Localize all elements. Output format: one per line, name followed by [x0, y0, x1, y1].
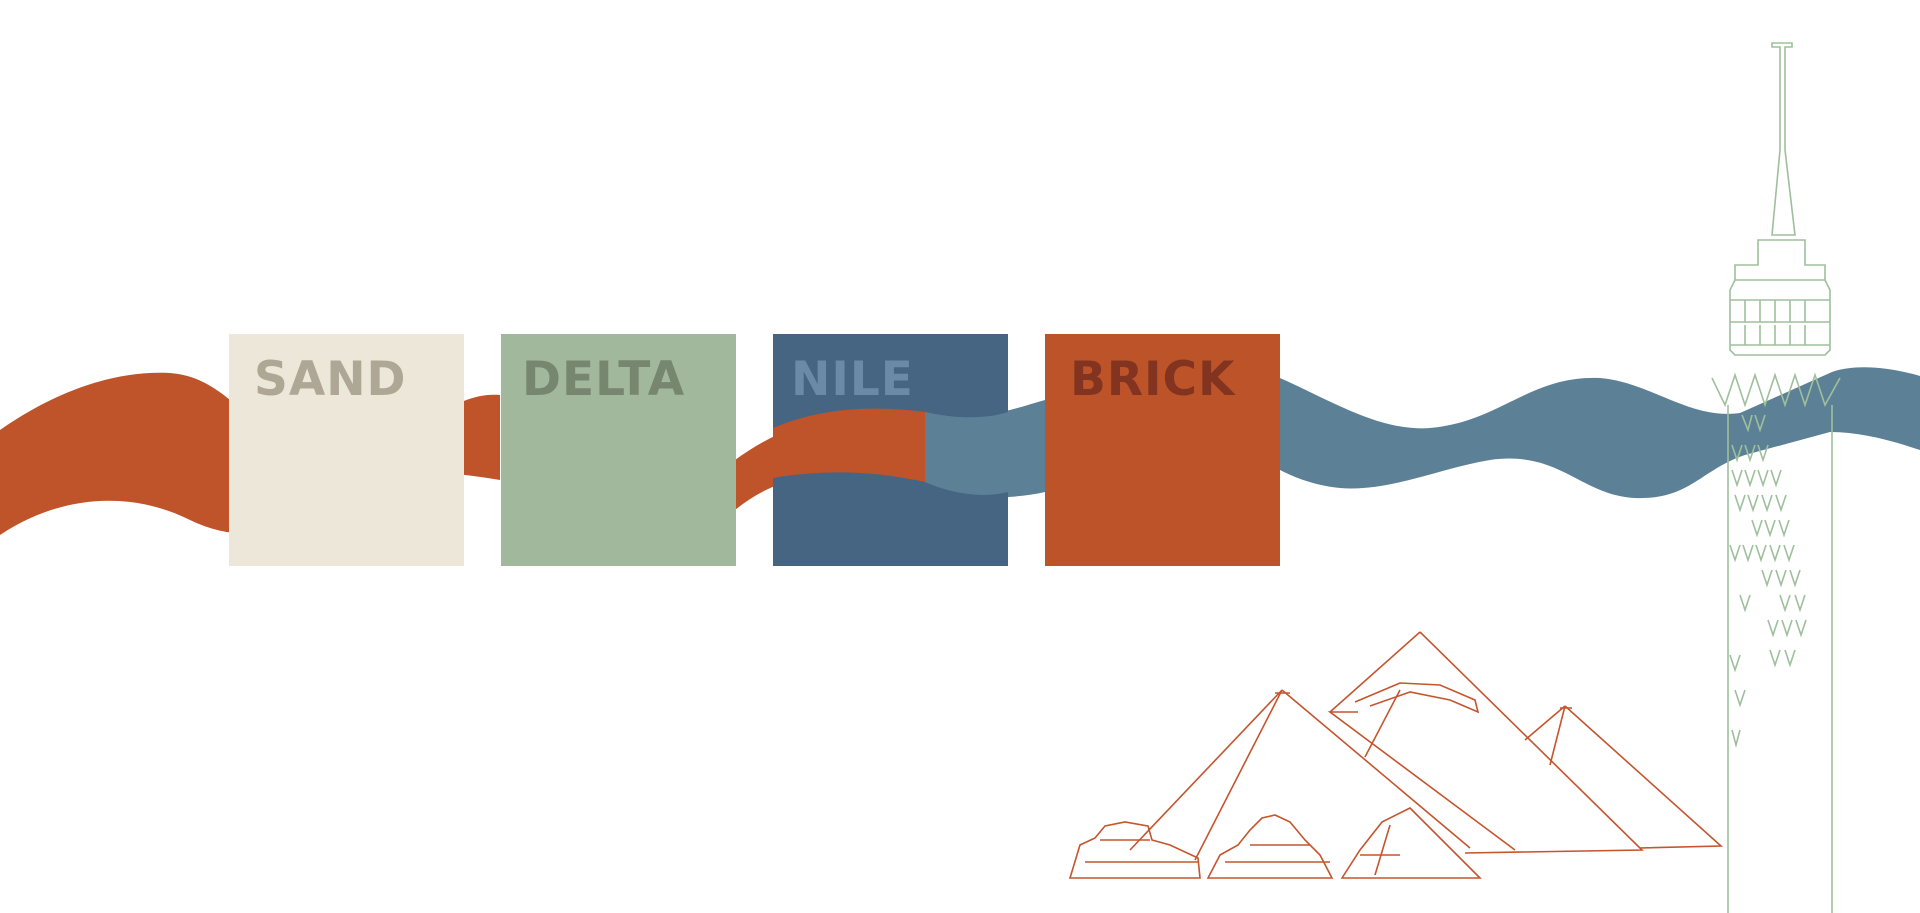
swatch-sand: SAND	[229, 334, 464, 566]
pyramid-small-1	[1068, 821, 1201, 879]
swatch-brick-block	[1045, 334, 1280, 566]
tower-shaft	[1727, 405, 1833, 913]
river-over-nile-red	[773, 408, 925, 482]
swatch-delta-label: DELTA	[522, 352, 685, 407]
swatch-brick: BRICK	[1045, 334, 1280, 566]
tower-antenna	[1771, 42, 1796, 236]
swatch-delta: DELTA	[501, 334, 736, 566]
pyramids-illustration	[1068, 631, 1724, 879]
pyramid-left	[1129, 689, 1471, 861]
pyramid-right	[1524, 705, 1724, 849]
swatch-brick-label: BRICK	[1070, 352, 1236, 407]
tower-lattice-pattern	[1729, 414, 1807, 749]
swatch-nile-label: NILE	[791, 352, 914, 407]
swatch-nile: NILE	[773, 334, 1008, 566]
cairo-tower-illustration	[1711, 42, 1841, 913]
swatch-delta-block	[501, 334, 736, 566]
river-over-nile-blue	[925, 412, 1008, 495]
swatch-sand-block	[229, 334, 464, 566]
swatch-sand-label: SAND	[254, 352, 407, 407]
tower-lattice-crown	[1711, 372, 1841, 408]
tower-cabin	[1729, 239, 1831, 356]
pyramid-center	[1327, 631, 1644, 854]
pyramid-small-2	[1206, 814, 1334, 879]
pyramid-small-3	[1340, 807, 1482, 879]
river-blue-ribbon-right	[1280, 367, 1920, 499]
